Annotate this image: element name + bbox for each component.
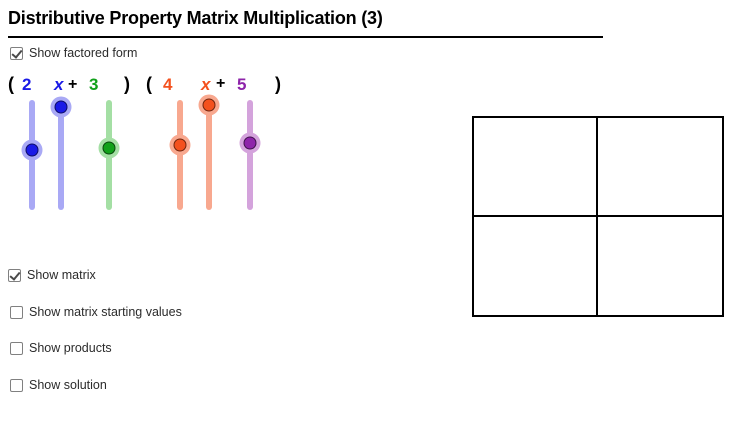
plus-sign-1: + <box>68 76 78 93</box>
checkbox-show-factored-form[interactable]: Show factored form <box>10 45 137 61</box>
constant-b-value: 3 <box>89 75 99 94</box>
matrix-cell-0-0[interactable] <box>474 118 598 217</box>
checkbox-box-show-matrix[interactable] <box>8 268 21 282</box>
page-title: Distributive Property Matrix Multiplicat… <box>8 8 383 28</box>
matrix-grid <box>472 116 724 317</box>
checkbox-label-show-products: Show products <box>29 341 112 355</box>
slider-handle-constant-b[interactable] <box>102 141 116 155</box>
plus-sign-2: + <box>216 75 226 92</box>
coefficient-c-value: 4 <box>163 75 173 94</box>
slider-group <box>0 0 300 230</box>
slider-handle-constant-d[interactable] <box>243 136 257 150</box>
left-paren-1: ( <box>8 74 14 94</box>
checkbox-label-show-matrix-starting-values: Show matrix starting values <box>29 305 182 319</box>
left-paren-2: ( <box>146 74 152 94</box>
checkbox-show-solution[interactable]: Show solution <box>10 377 107 393</box>
slider-handle-variable-a[interactable] <box>54 100 68 114</box>
checkbox-label-show-solution: Show solution <box>29 378 107 392</box>
matrix-cell-1-1[interactable] <box>598 217 722 316</box>
title-divider <box>8 36 603 38</box>
factored-expression: ( 2 x + 3 ) ( 4 x + 5 ) <box>0 73 300 99</box>
right-paren-2: ) <box>275 74 281 94</box>
right-paren-1: ) <box>124 74 130 94</box>
checkbox-box-show-factored-form[interactable] <box>10 46 23 60</box>
slider-handle-variable-c[interactable] <box>202 98 216 112</box>
variable-c-symbol: x <box>201 75 211 94</box>
coefficient-a-value: 2 <box>22 75 32 94</box>
variable-a-symbol: x <box>54 75 64 94</box>
constant-d-value: 5 <box>237 75 247 94</box>
slider-coefficient-c[interactable] <box>173 100 187 210</box>
slider-variable-c[interactable] <box>202 98 216 210</box>
checkbox-show-matrix-starting-values[interactable]: Show matrix starting values <box>10 304 182 320</box>
matrix-cell-0-1[interactable] <box>598 118 722 217</box>
slider-coefficient-a[interactable] <box>25 100 39 210</box>
checkbox-box-show-matrix-starting-values[interactable] <box>10 305 23 319</box>
checkbox-show-matrix[interactable]: Show matrix <box>8 267 96 283</box>
slider-constant-d[interactable] <box>243 100 257 210</box>
checkbox-show-products[interactable]: Show products <box>10 340 112 356</box>
slider-handle-coefficient-c[interactable] <box>173 138 187 152</box>
slider-handle-coefficient-a[interactable] <box>25 143 39 157</box>
checkbox-box-show-solution[interactable] <box>10 378 23 392</box>
slider-variable-a[interactable] <box>54 100 68 210</box>
checkbox-box-show-products[interactable] <box>10 341 23 355</box>
slider-constant-b[interactable] <box>102 100 116 210</box>
checkbox-label-show-matrix: Show matrix <box>27 268 96 282</box>
checkbox-label-show-factored-form: Show factored form <box>29 46 138 60</box>
matrix-cell-1-0[interactable] <box>474 216 598 315</box>
